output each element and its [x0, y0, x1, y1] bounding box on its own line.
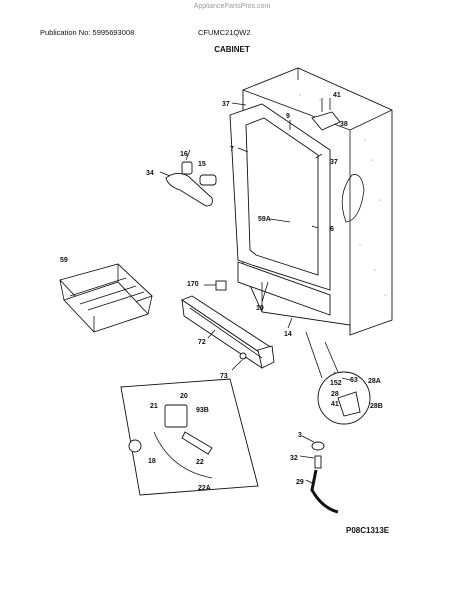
section-title: CABINET: [214, 45, 250, 54]
callout-6: 6: [330, 226, 334, 233]
clip-170: [215, 280, 227, 291]
callout-15: 15: [198, 161, 206, 168]
callout-38: 38: [340, 121, 348, 128]
callout-20: 20: [180, 393, 188, 400]
callout-170: 170: [187, 281, 199, 288]
callout-3: 3: [298, 432, 302, 439]
kick-plate-grille: [181, 295, 275, 369]
callout-34: 34: [146, 170, 154, 177]
callout-37b: 37: [330, 159, 338, 166]
cabinet-body: [229, 67, 393, 336]
callout-41: 41: [333, 92, 341, 99]
callout-16: 16: [180, 151, 188, 158]
callout-10: 10: [256, 305, 264, 312]
callout-73: 73: [220, 373, 228, 380]
callout-152: 152: [330, 380, 342, 387]
callout-72: 72: [198, 339, 206, 346]
door-handle: [165, 173, 213, 207]
callout-22: 22: [196, 459, 204, 466]
detail-circle-hinge: [305, 331, 371, 425]
callout-28A: 28A: [368, 378, 381, 385]
callout-14: 14: [284, 331, 292, 338]
callout-59: 59: [60, 257, 68, 264]
publication-number: Publication No: 5995693008: [40, 28, 135, 37]
callout-59A: 59A: [258, 216, 271, 223]
leader-lines: [159, 102, 351, 485]
hinge-bracket: [311, 98, 341, 131]
detail-box-drain: [120, 378, 259, 496]
callouts: 37 9 41 38 7 16 15 34 37 59A 6 59 170 10…: [60, 92, 383, 492]
drain-hose: [310, 441, 339, 514]
model-number: CFUMC21QW2: [198, 28, 251, 37]
callout-7: 7: [230, 146, 234, 153]
callout-28B: 28B: [370, 403, 383, 410]
callout-93B: 93B: [196, 407, 209, 414]
callout-22A: 22A: [198, 485, 211, 492]
callout-32: 32: [290, 455, 298, 462]
wire-basket: [59, 263, 153, 333]
callout-21: 21: [150, 403, 158, 410]
screw-73: [239, 352, 247, 360]
watermark: AppliancePartsPros.com: [193, 3, 271, 10]
callout-18: 18: [148, 458, 156, 465]
callout-37: 37: [222, 101, 230, 108]
callout-63: 63: [350, 377, 358, 384]
figure-code: P08C1313E: [346, 526, 390, 535]
callout-29: 29: [296, 479, 304, 486]
callout-9: 9: [286, 113, 290, 120]
thermostat-knob: [181, 149, 217, 186]
callout-28: 28: [331, 391, 339, 398]
callout-41b: 41: [331, 401, 339, 408]
